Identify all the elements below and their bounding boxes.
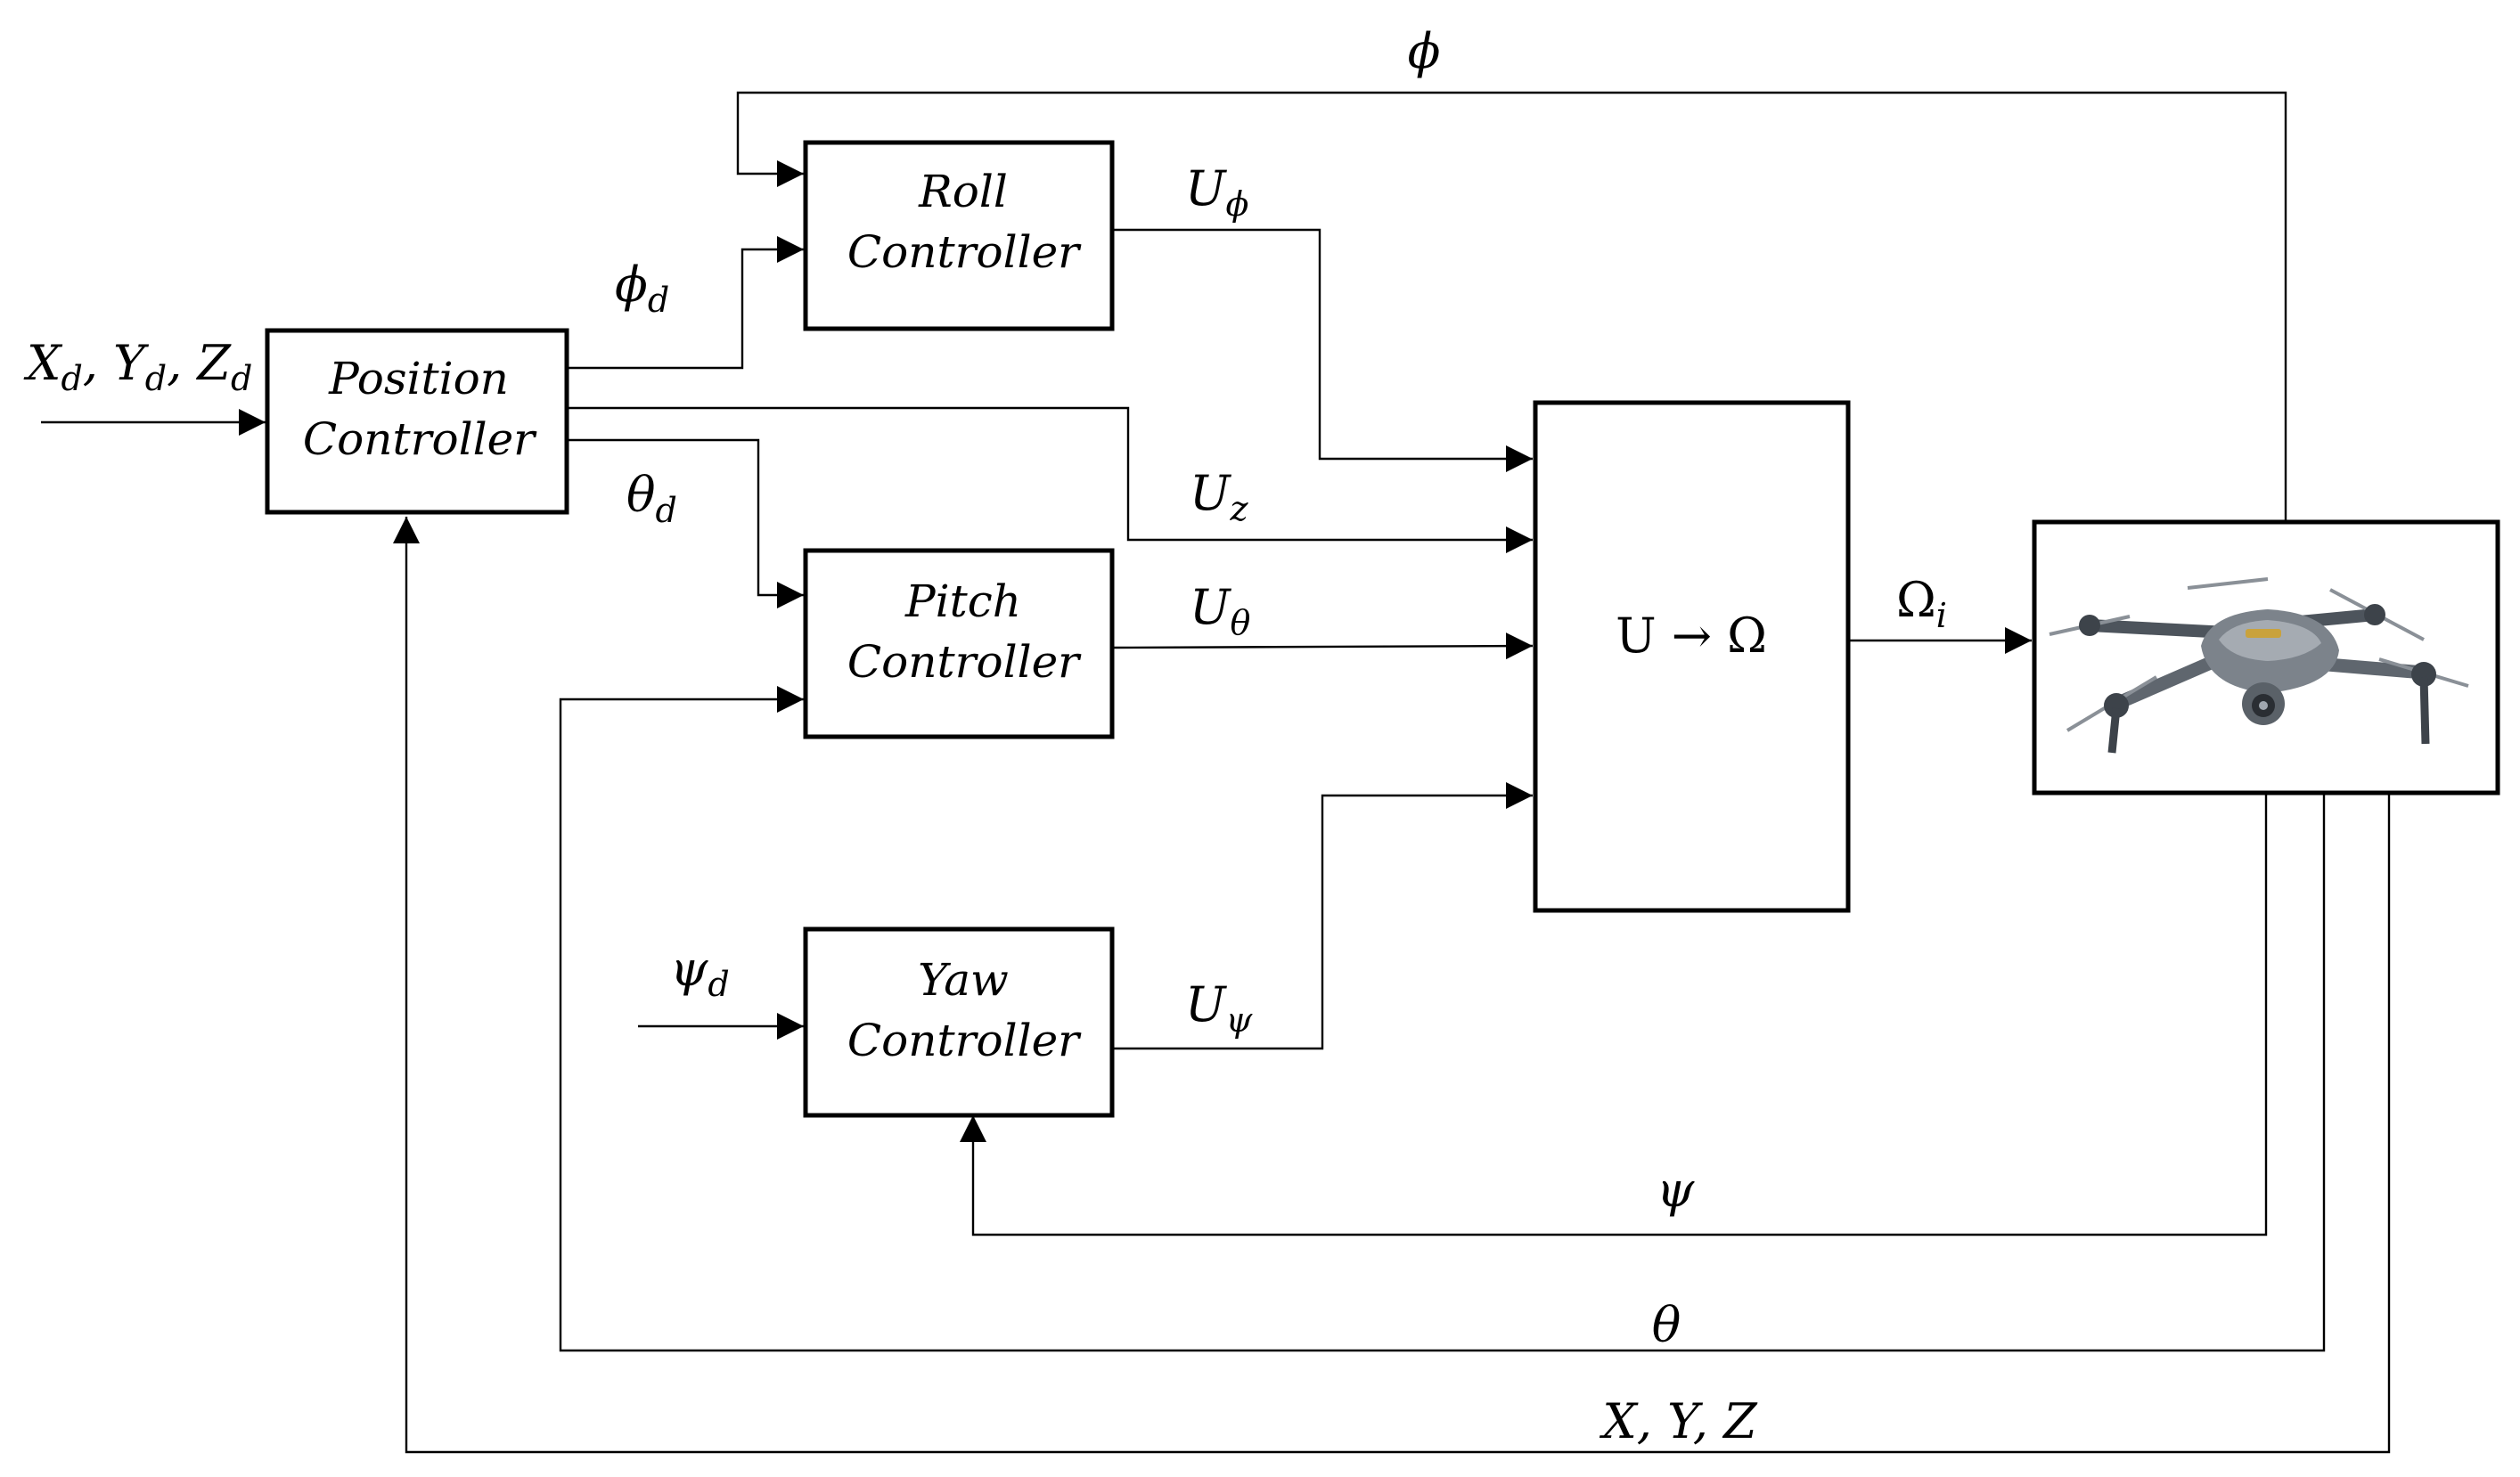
wire-u-theta — [1111, 632, 1534, 660]
wire-phi-d — [567, 236, 804, 370]
roll-controller-block: Roll Controller — [803, 140, 1115, 331]
u-phi-label: Uϕ — [1185, 160, 1249, 224]
yaw-controller-line1: Yaw — [918, 954, 1009, 1006]
wire-psi-feedback — [960, 793, 2268, 1236]
phi-feedback-label: ϕ — [1408, 23, 1441, 79]
u-z-label: Uz — [1190, 465, 1249, 528]
xyz-feedback-label: X, Y, Z — [1599, 1393, 1758, 1449]
yaw-controller-block: Yaw Controller — [803, 926, 1115, 1118]
pitch-controller-line2: Controller — [847, 636, 1082, 688]
wire-phi-feedback — [736, 91, 2287, 520]
wire-u-psi — [1112, 782, 1533, 1050]
wire-xyz-feedback — [393, 517, 2391, 1454]
drone-plant-block — [2032, 519, 2500, 796]
theta-feedback-label: θ — [1652, 1297, 1681, 1353]
psi-d-label: ψd — [670, 941, 730, 1004]
yaw-controller-line2: Controller — [847, 1015, 1082, 1066]
roll-controller-line1: Roll — [918, 166, 1008, 217]
roll-controller-line2: Controller — [847, 226, 1082, 278]
pitch-controller-line1: Pitch — [904, 575, 1021, 627]
phi-d-label: ϕd — [615, 257, 669, 320]
wires — [41, 91, 2391, 1454]
wire-u-phi — [1112, 228, 1533, 472]
omega-i-label: Ωi — [1896, 572, 1947, 635]
quadcopter-drone-icon — [2049, 577, 2469, 754]
reference-input-label: Xd, Yd, Zd — [23, 335, 252, 398]
wire-theta-feedback — [559, 686, 2326, 1352]
wire-u-z — [567, 406, 1533, 553]
u-theta-label: Uθ — [1190, 579, 1251, 642]
position-controller-block: Position Controller — [265, 328, 569, 515]
mixer-block: U → Ω — [1533, 400, 1851, 913]
position-controller-line1: Position — [328, 353, 509, 404]
u-psi-label: Uψ — [1185, 976, 1254, 1040]
theta-d-label: θd — [626, 467, 677, 530]
position-controller-line2: Controller — [303, 413, 537, 465]
pitch-controller-block: Pitch Controller — [803, 548, 1115, 739]
psi-feedback-label: ψ — [1657, 1162, 1695, 1218]
wire-theta-d — [567, 438, 804, 608]
mixer-label: U → Ω — [1616, 608, 1767, 664]
